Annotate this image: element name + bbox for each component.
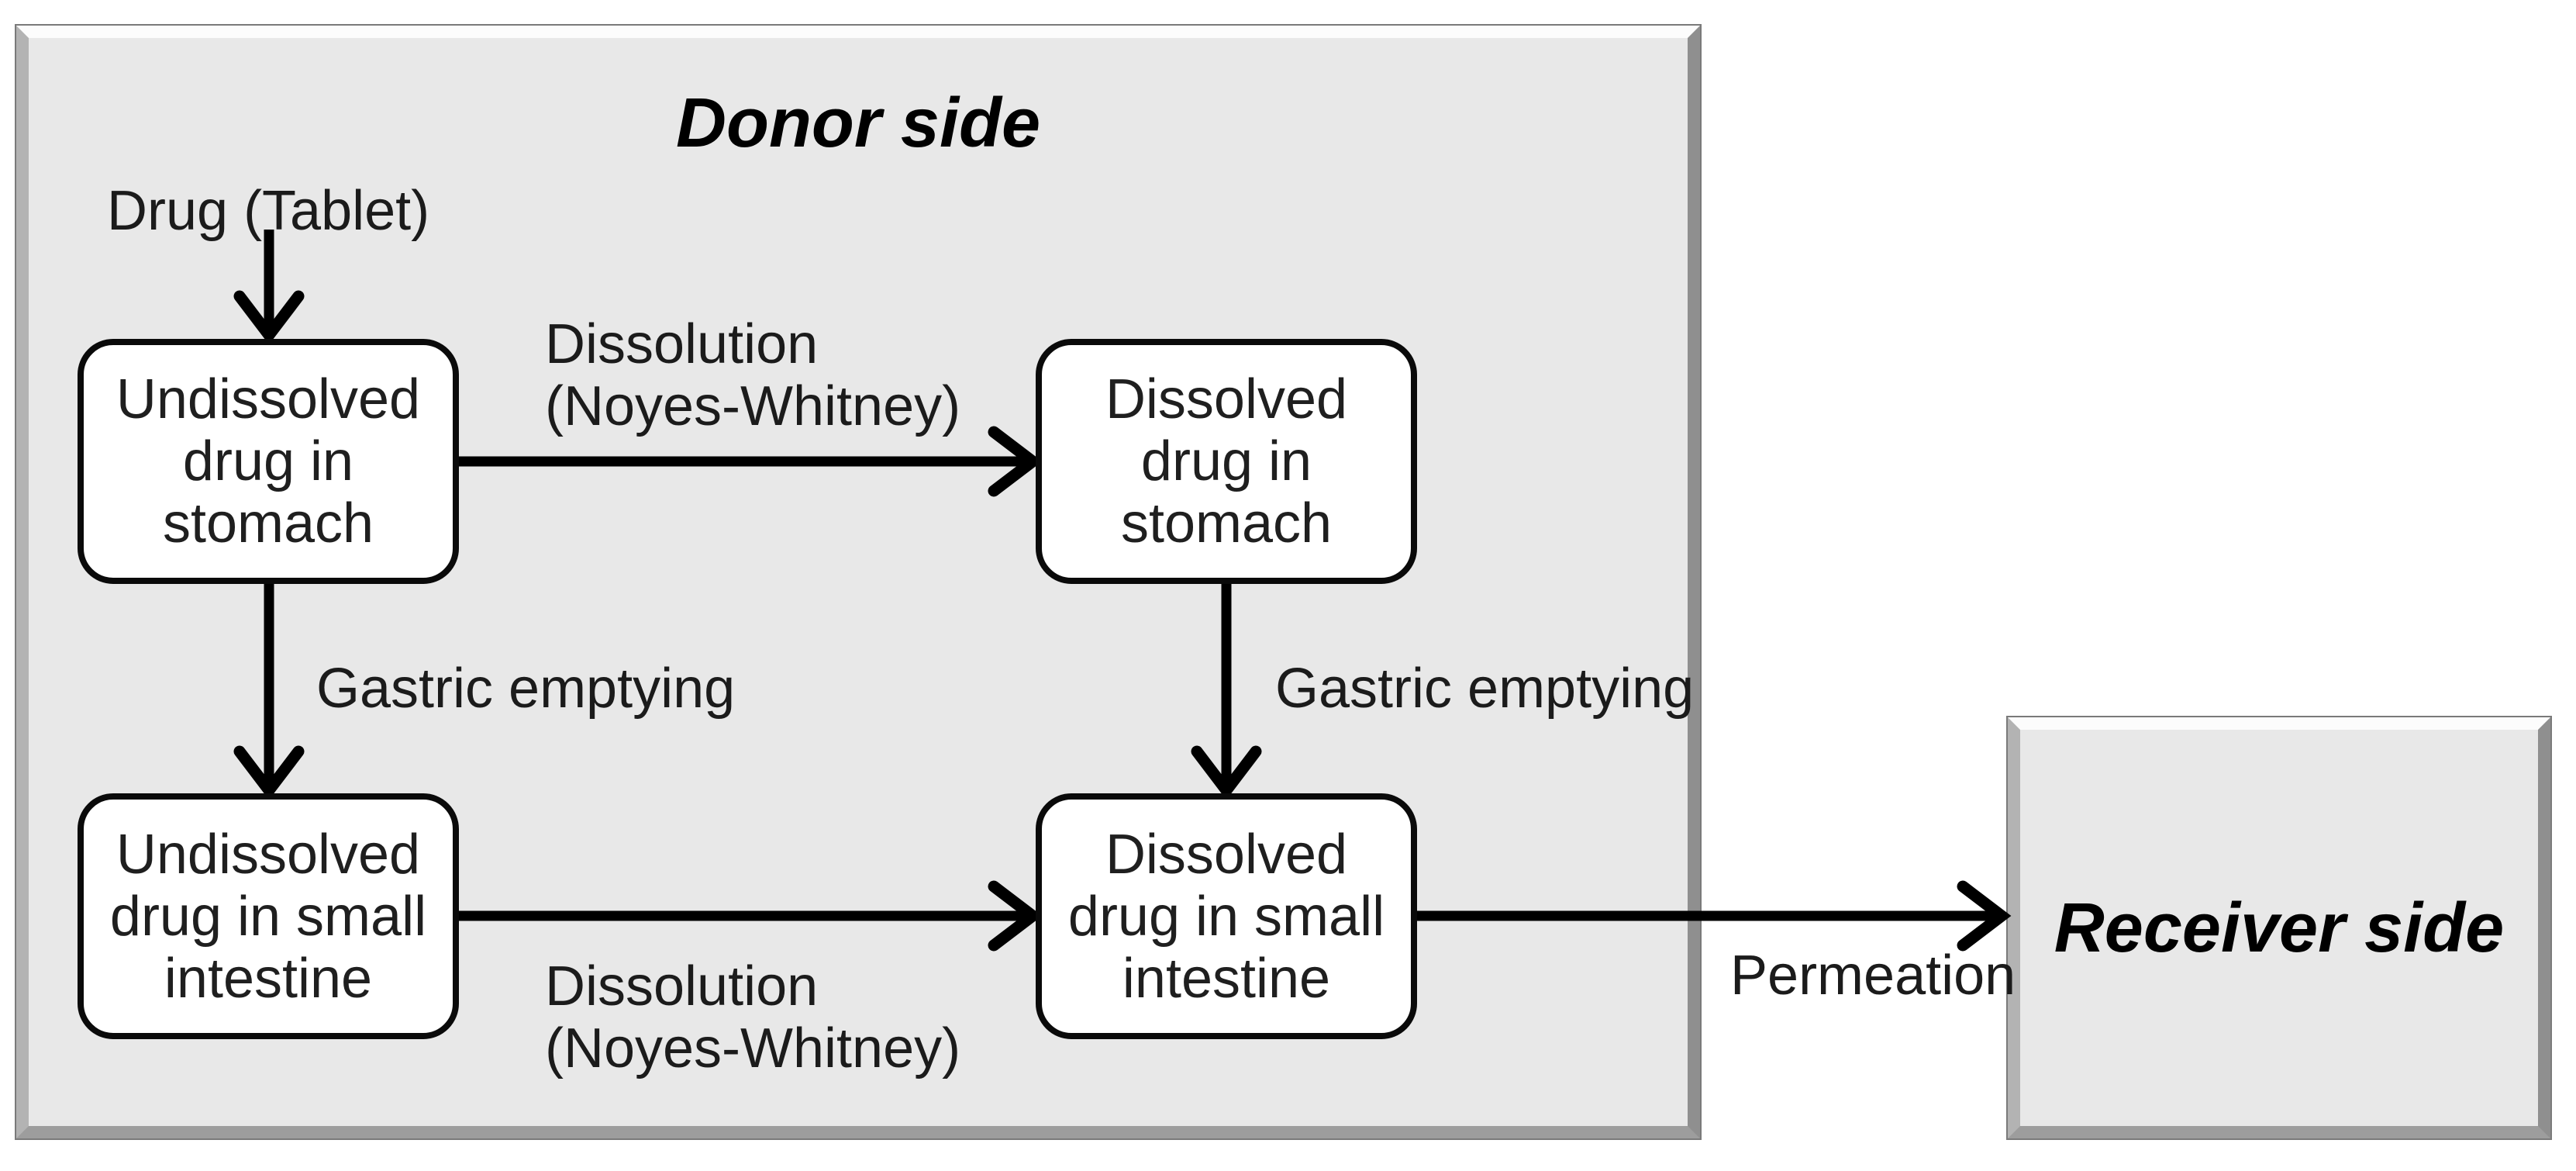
permeation-label: Permeation (1730, 945, 2016, 1007)
node-undissolved-drug-small-intestine: Undissolved drug in small intestine (78, 793, 459, 1039)
node-line: stomach (1120, 492, 1333, 554)
node-undissolved-drug-stomach: Undissolved drug in stomach (78, 339, 459, 584)
node-line: drug in small (1067, 885, 1385, 948)
dissolution-label-top: Dissolution (Noyes-Whitney) (545, 313, 960, 437)
node-line: Undissolved (116, 368, 421, 430)
node-line: drug in (182, 430, 354, 492)
node-dissolved-drug-small-intestine: Dissolved drug in small intestine (1036, 793, 1417, 1039)
node-line: Dissolved (1105, 368, 1348, 430)
dissolution-label-bottom-line2: (Noyes-Whitney) (545, 1017, 961, 1079)
node-line: drug in (1140, 430, 1312, 492)
receiver-side-panel: Receiver side (2006, 716, 2552, 1140)
gastric-emptying-label-left: Gastric emptying (316, 658, 736, 720)
donor-side-title: Donor side (675, 85, 1041, 162)
node-line: intestine (1122, 947, 1331, 1010)
node-line: stomach (162, 492, 374, 554)
dissolution-label-bottom-line1: Dissolution (545, 955, 819, 1017)
node-line: Dissolved (1105, 823, 1348, 886)
node-line: intestine (164, 947, 373, 1010)
node-line: drug in small (109, 885, 427, 948)
node-dissolved-drug-stomach: Dissolved drug in stomach (1036, 339, 1417, 584)
node-line: Undissolved (116, 823, 421, 886)
receiver-side-title: Receiver side (2054, 889, 2505, 967)
dissolution-label-top-line2: (Noyes-Whitney) (545, 375, 961, 437)
dissolution-label-bottom: Dissolution (Noyes-Whitney) (545, 955, 960, 1079)
dissolution-label-top-line1: Dissolution (545, 313, 819, 375)
gastric-emptying-label-right: Gastric emptying (1275, 658, 1695, 720)
drug-tablet-label: Drug (Tablet) (107, 180, 430, 242)
